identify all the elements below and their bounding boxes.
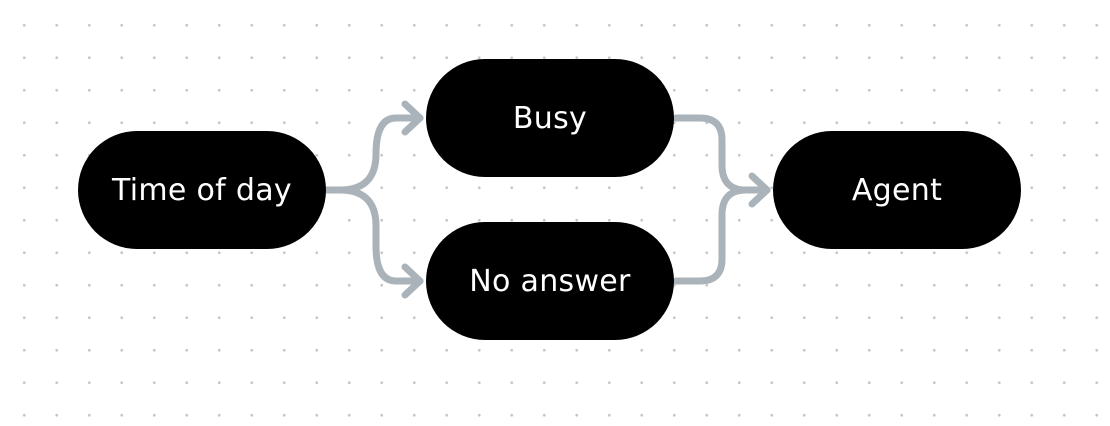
arrowhead-noanswer <box>401 263 424 299</box>
node-agent[interactable]: Agent <box>773 131 1021 249</box>
connector-noanswer-to-agent <box>672 186 771 285</box>
node-label: Time of day <box>112 172 292 208</box>
node-no-answer[interactable]: No answer <box>426 222 674 340</box>
connector-time-to-noanswer <box>322 186 424 285</box>
node-label: No answer <box>469 263 631 299</box>
node-busy[interactable]: Busy <box>426 59 674 177</box>
node-label: Busy <box>512 100 588 136</box>
node-label: Agent <box>851 172 943 208</box>
node-time-of-day[interactable]: Time of day <box>78 131 326 249</box>
arrowhead-agent <box>748 172 771 208</box>
arrowhead-busy <box>401 100 424 136</box>
